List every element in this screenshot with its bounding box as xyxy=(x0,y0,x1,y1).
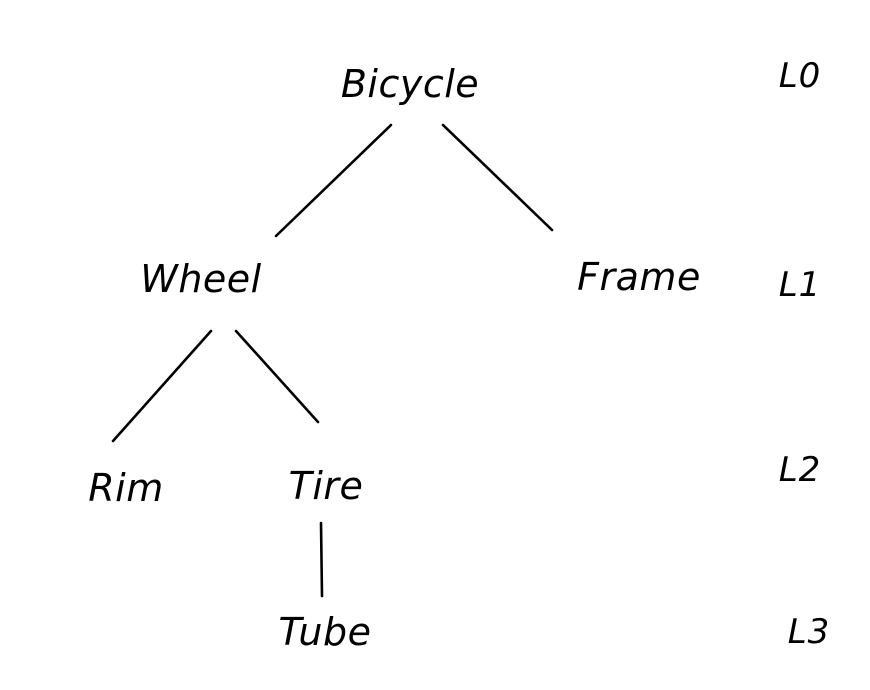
tree-node-tube[interactable]: Tube xyxy=(278,610,372,654)
tree-edge-wheel-to-tire xyxy=(234,329,320,424)
tree-node-rim[interactable]: Rim xyxy=(88,466,164,510)
level-label-l3: L3 xyxy=(787,612,831,652)
tree-node-wheel[interactable]: Wheel xyxy=(140,257,262,301)
tree-edge-tire-to-tube xyxy=(319,521,324,598)
tree-node-bicycle[interactable]: Bicycle xyxy=(340,62,480,106)
tree-edge-bicycle-to-frame xyxy=(441,123,554,232)
tree-edge-bicycle-to-wheel xyxy=(274,123,393,238)
tree-node-tire[interactable]: Tire xyxy=(288,464,364,508)
tree-edge-wheel-to-rim xyxy=(111,329,213,443)
level-label-l2: L2 xyxy=(778,450,822,490)
level-label-l1: L1 xyxy=(778,265,822,305)
tree-node-frame[interactable]: Frame xyxy=(577,255,701,299)
level-label-l0: L0 xyxy=(778,56,822,96)
